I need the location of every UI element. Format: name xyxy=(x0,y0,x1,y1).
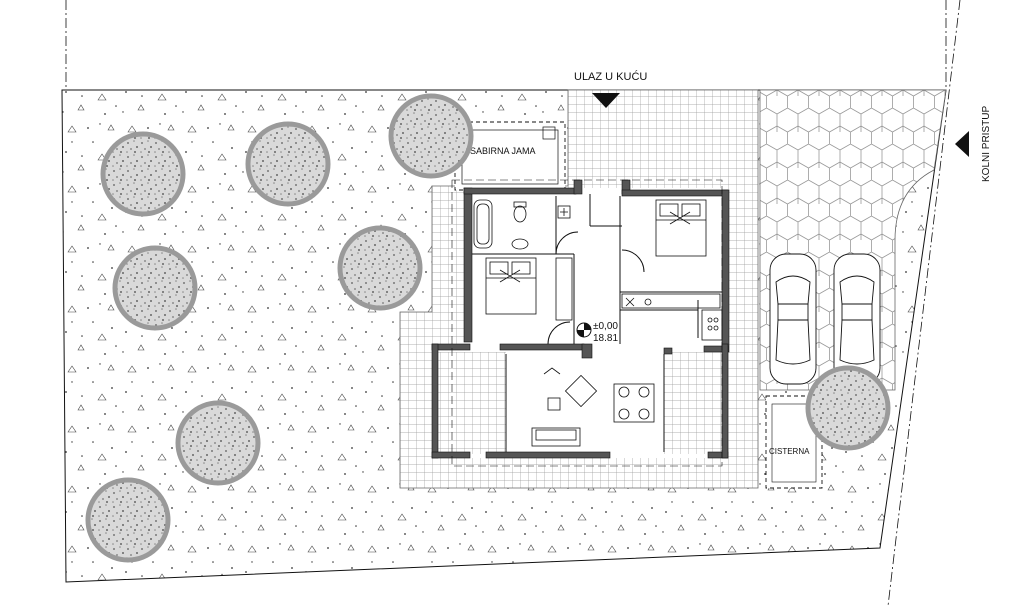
car-1 xyxy=(769,253,817,385)
house-walls xyxy=(431,179,730,459)
tree xyxy=(337,225,423,311)
level-label: ±0,00 xyxy=(593,321,618,332)
parked-cars xyxy=(769,253,881,385)
altitude-label: 18.81 xyxy=(593,333,618,344)
cistern: CISTERNA xyxy=(765,395,823,489)
car-2 xyxy=(833,253,881,385)
tree xyxy=(112,245,198,331)
tree xyxy=(85,477,171,563)
vehicle-access-label: KOLNI PRISTUP xyxy=(981,106,992,182)
tree xyxy=(175,400,261,486)
house: ±0,00 18.81 xyxy=(431,179,730,467)
tree xyxy=(805,365,891,451)
triangle-left-icon xyxy=(955,131,969,157)
cistern-label: CISTERNA xyxy=(769,447,810,456)
entrance-label: ULAZ U KUĆU xyxy=(574,70,647,83)
triangle-down-icon xyxy=(592,93,620,108)
level-marker-icon xyxy=(576,322,592,338)
tree xyxy=(100,131,186,217)
interior-partitions xyxy=(472,194,722,452)
bed-bedroom-1 xyxy=(485,257,573,321)
roof-outline xyxy=(451,179,723,467)
trees xyxy=(85,93,891,563)
neighbour-boundary-line xyxy=(65,0,961,606)
tree xyxy=(388,93,474,179)
bathroom-fixtures xyxy=(473,199,571,250)
septic-tank-label: SABIRNA JAMA xyxy=(470,146,536,156)
tree xyxy=(245,121,331,207)
living-dining-furniture xyxy=(531,367,655,447)
bed-bedroom-2 xyxy=(655,199,707,257)
